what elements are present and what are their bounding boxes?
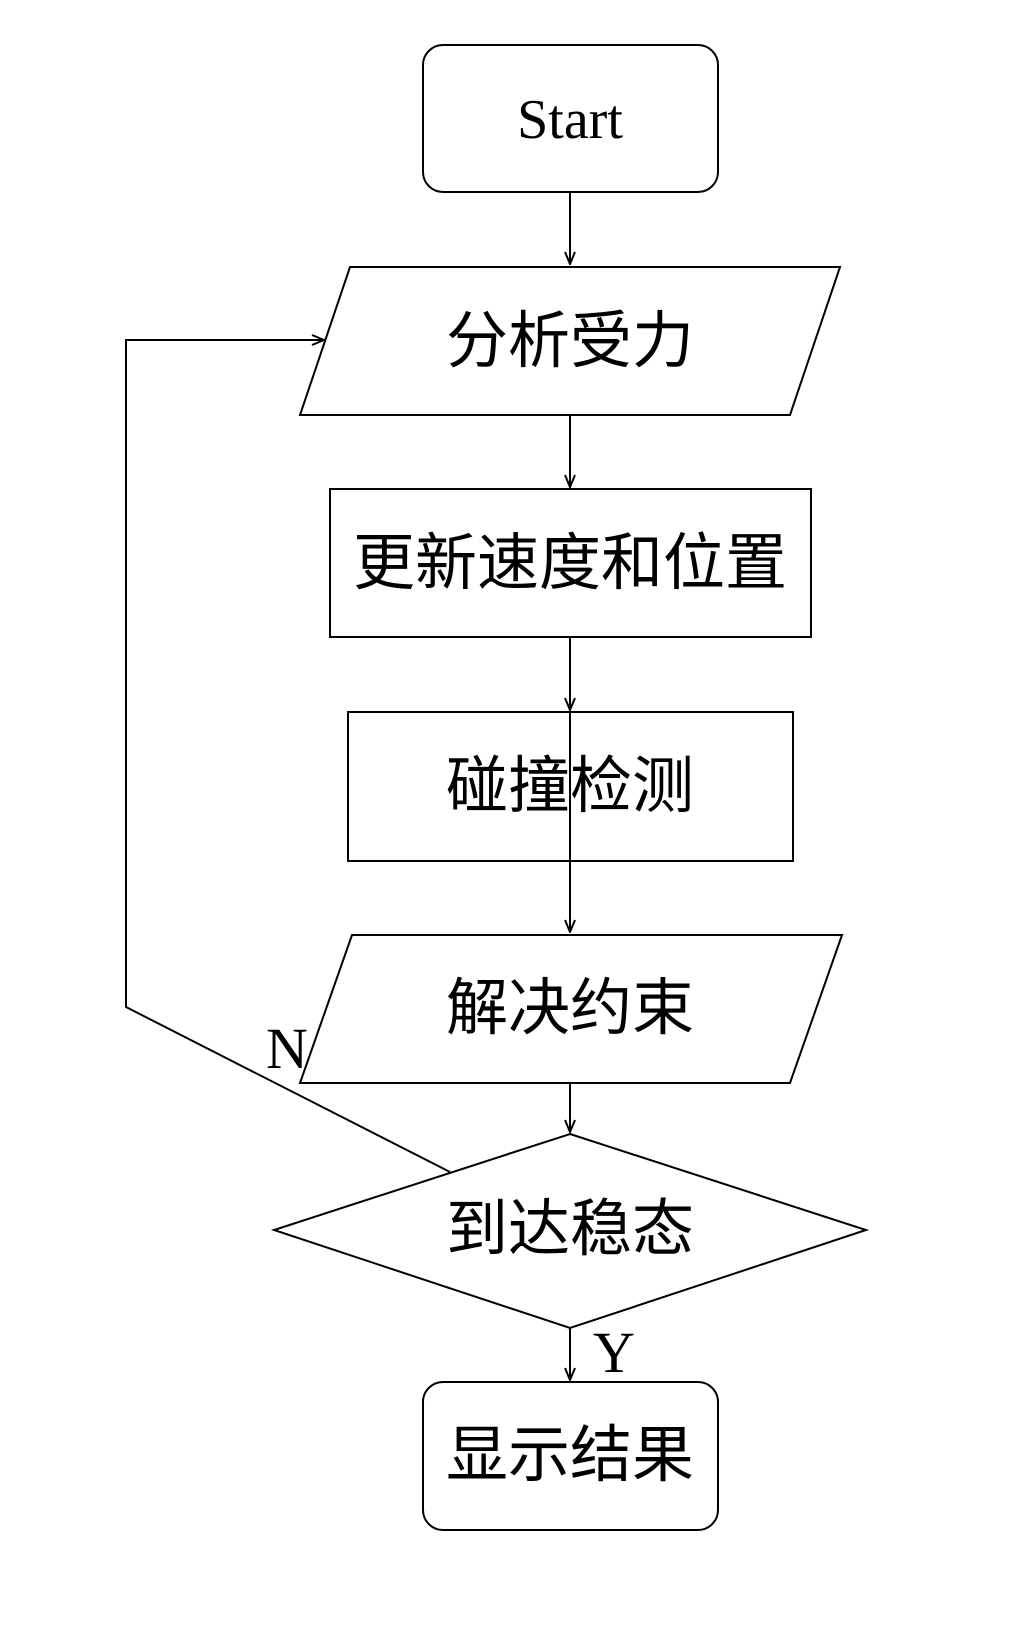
result-node: 显示结果 xyxy=(422,1381,719,1531)
start-node: Start xyxy=(422,44,719,193)
result-label: 显示结果 xyxy=(446,1422,694,1490)
steady-label: 到达稳态 xyxy=(446,1196,694,1264)
steady-node: 到达稳态 xyxy=(270,1132,870,1330)
yes-branch-label: Y xyxy=(593,1320,635,1385)
no-branch-label: N xyxy=(266,1016,308,1081)
collision-node: 碰撞检测 xyxy=(347,711,794,862)
analyze-force-label: 分析受力 xyxy=(446,308,694,376)
analyze-force-node: 分析受力 xyxy=(298,266,842,416)
edge-steady-loop-back xyxy=(125,340,451,1173)
constraints-label: 解决约束 xyxy=(446,975,694,1043)
update-node: 更新速度和位置 xyxy=(329,488,812,638)
update-label: 更新速度和位置 xyxy=(353,530,787,598)
start-label: Start xyxy=(517,89,623,151)
constraints-node: 解决约束 xyxy=(298,934,844,1084)
